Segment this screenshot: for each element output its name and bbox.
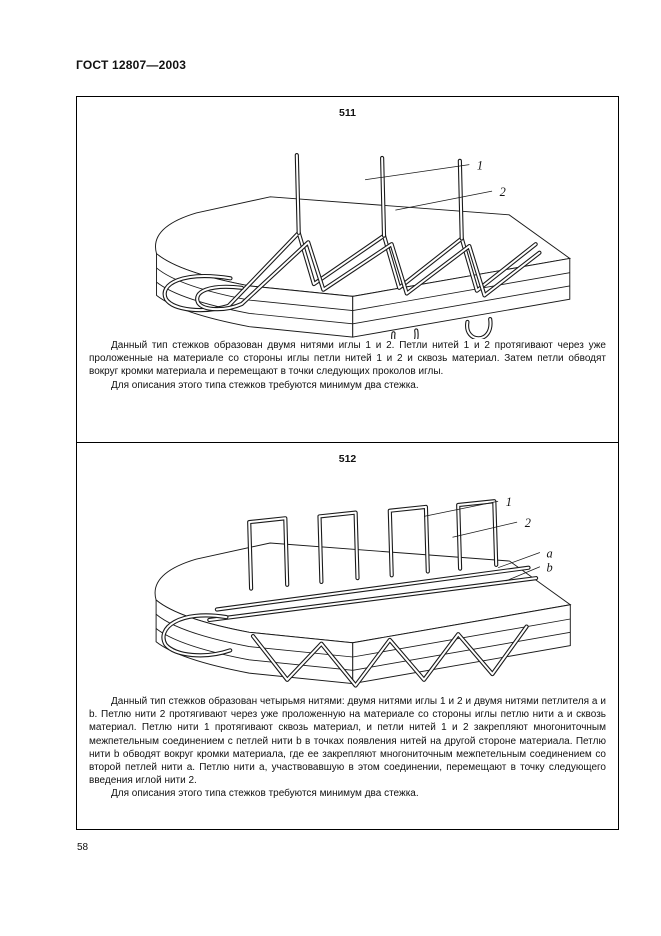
stitch-diagram-511: 1 2 — [154, 121, 571, 339]
section-511: 511 — [77, 97, 618, 443]
material-layer-line — [155, 267, 570, 311]
description-paragraph-511: Данный тип стежков образован двумя нитям… — [89, 340, 606, 378]
leader-line-looper-b — [505, 566, 540, 582]
leader-line-thread-2 — [451, 521, 517, 538]
callouts-511: 1 2 — [364, 158, 505, 211]
leader-line-thread-2 — [394, 190, 492, 211]
leader-line-thread-1 — [364, 164, 469, 181]
looper-label-a: a — [546, 546, 552, 560]
description-paragraph-512: Данный тип стежков образован четырьмя ни… — [89, 696, 606, 787]
diagram-wrap-512: 1 2 a b — [87, 467, 608, 695]
material-layer-line — [155, 613, 570, 658]
callouts-512: 1 2 a b — [423, 495, 552, 582]
stitch-diagram-512: 1 2 a b — [154, 495, 571, 695]
document-header: ГОСТ 12807—2003 — [76, 58, 187, 72]
figure-number-512: 512 — [338, 453, 357, 465]
material-block — [154, 542, 571, 685]
diagram-wrap-511: 1 2 — [87, 121, 608, 339]
thread-label-2: 2 — [524, 516, 530, 530]
figures-box: 511 — [76, 96, 619, 830]
note-paragraph-511: Для описания этого типа стежков требуютс… — [111, 379, 419, 391]
figure-number-511: 511 — [339, 107, 356, 119]
thread-label-1: 1 — [476, 158, 482, 172]
material-layer-line — [155, 281, 570, 325]
leader-line-thread-1 — [423, 500, 498, 517]
thread-label-2: 2 — [499, 185, 505, 199]
leader-line-looper-a — [497, 552, 540, 569]
page-number: 58 — [77, 842, 89, 853]
note-paragraph-512: Для описания этого типа стежков требуютс… — [111, 788, 419, 800]
looper-label-b: b — [546, 561, 552, 575]
thread-label-1: 1 — [505, 495, 511, 509]
section-512: 512 — [77, 443, 618, 801]
